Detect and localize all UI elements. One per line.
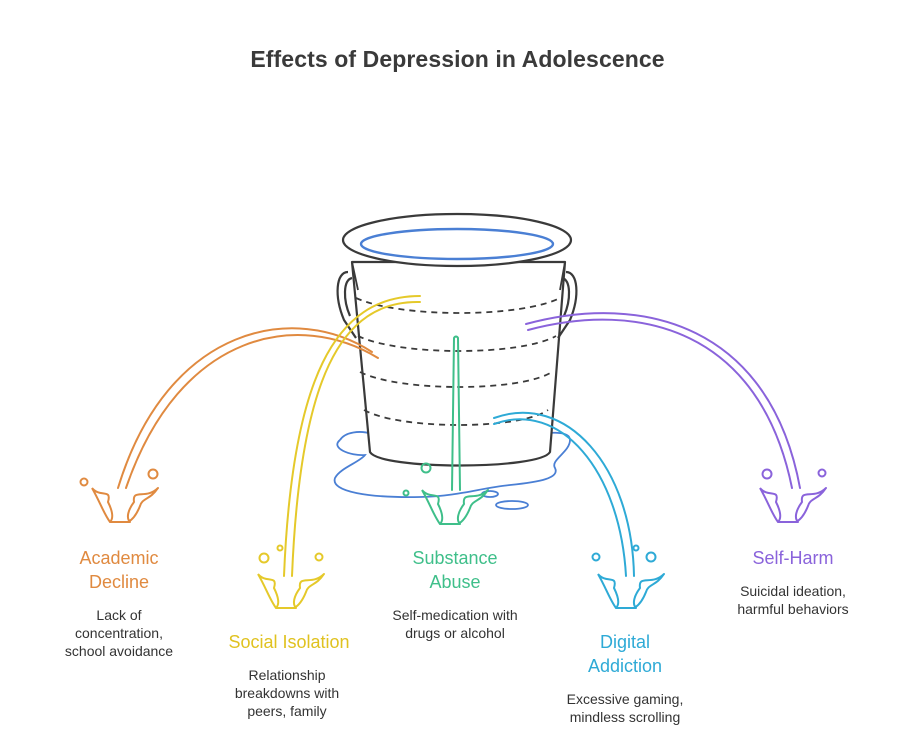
splash-substance-abuse	[402, 462, 489, 525]
effect-label-digital-addiction: Digital Addiction	[550, 630, 700, 678]
effect-label-line: Substance	[412, 548, 498, 568]
effect-label-social-isolation: Social Isolation	[204, 630, 374, 654]
effect-desc-line: Lack of	[96, 607, 142, 623]
effect-label-line: Abuse	[429, 572, 481, 592]
effect-desc-line: school avoidance	[64, 643, 174, 659]
effect-desc-line: peers, family	[247, 703, 327, 719]
effect-label-self-harm: Self-Harm	[713, 546, 873, 570]
bucket-handle-right	[557, 270, 578, 339]
stream-academic-decline	[117, 327, 379, 489]
bucket-handle-left	[336, 270, 357, 339]
bucket	[336, 212, 578, 467]
effect-label-academic-decline: Academic Decline	[44, 546, 194, 594]
effect-desc-line: mindless scrolling	[569, 709, 681, 725]
effect-desc-line: Self-medication with	[392, 607, 518, 623]
bucket-rim-inner	[359, 227, 555, 261]
effect-desc-digital-addiction: Excessive gaming, mindless scrolling	[540, 690, 710, 726]
effect-desc-self-harm: Suicidal ideation, harmful behaviors	[713, 582, 873, 618]
effect-label-line: Digital	[599, 632, 651, 652]
effect-desc-line: Excessive gaming,	[566, 691, 684, 707]
splash-academic-decline	[79, 468, 159, 523]
effect-label-line: Self-Harm	[752, 548, 834, 568]
splashes	[79, 462, 827, 609]
bucket-rim	[341, 212, 573, 268]
effect-desc-social-isolation: Relationship breakdowns with peers, fami…	[204, 666, 370, 720]
stream-substance-abuse	[451, 335, 461, 491]
effect-desc-substance-abuse: Self-medication with drugs or alcohol	[370, 606, 540, 642]
effect-label-line: Social Isolation	[228, 632, 350, 652]
effect-label-line: Academic	[79, 548, 159, 568]
effect-desc-academic-decline: Lack of concentration, school avoidance	[44, 606, 194, 660]
streams	[117, 295, 801, 577]
effect-desc-line: drugs or alcohol	[405, 625, 505, 641]
effect-desc-line: Suicidal ideation,	[740, 583, 846, 599]
splash-social-isolation	[257, 544, 325, 609]
effect-label-line: Decline	[88, 572, 150, 592]
splash-digital-addiction	[591, 544, 665, 609]
effect-desc-line: harmful behaviors	[737, 601, 849, 617]
effect-label-substance-abuse: Substance Abuse	[370, 546, 540, 594]
effect-desc-line: concentration,	[75, 625, 163, 641]
effect-label-line: Addiction	[587, 656, 663, 676]
splash-self-harm	[759, 468, 827, 523]
effect-desc-line: breakdowns with	[234, 685, 340, 701]
stream-self-harm	[525, 312, 801, 489]
diagram-title: Effects of Depression in Adolescence	[250, 46, 665, 72]
stream-digital-addiction	[493, 411, 635, 577]
stream-social-isolation	[283, 295, 421, 577]
effect-desc-line: Relationship	[248, 667, 326, 683]
